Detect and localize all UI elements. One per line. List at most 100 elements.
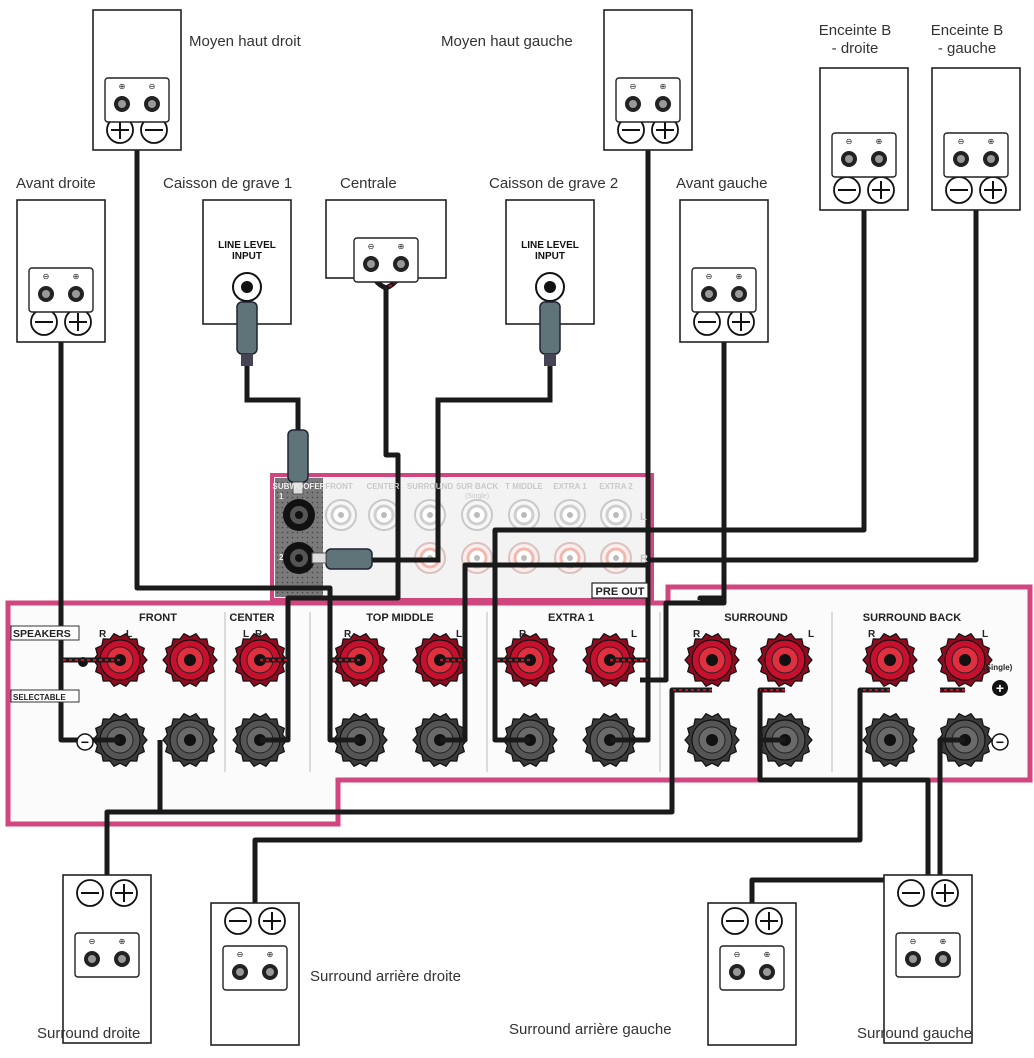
label-surround-right: Surround droite — [37, 1025, 141, 1042]
minus-polarity-symbol: − — [996, 734, 1004, 750]
terminal-minus-symbol: ⊖ — [706, 272, 713, 281]
label-center: Centrale — [340, 175, 397, 192]
rca-plug — [325, 548, 373, 570]
speaker-front-left: ⊖⊕ — [679, 199, 769, 343]
subwoofer-input-label-2: INPUT — [232, 251, 262, 262]
rca-plug — [539, 301, 561, 355]
section-header: FRONT — [139, 612, 177, 624]
preout-row-r: R — [640, 553, 648, 565]
speaker-cable-run — [260, 288, 401, 743]
speaker-surround-back-left: ⊖⊕ — [707, 902, 797, 1046]
subwoofer-cabinet — [505, 199, 595, 325]
channel-r-label: R — [868, 629, 876, 640]
rca-cables — [236, 301, 561, 570]
preout-title-box — [591, 582, 649, 599]
speakers-tag: SPEAKERS — [13, 628, 71, 640]
rca-plug-tip — [311, 552, 327, 564]
speaker-b-left: ⊖⊕ — [931, 67, 1021, 211]
subwoofer-input-label-2: INPUT — [535, 251, 565, 262]
speaker-cable-run — [757, 687, 931, 931]
speaker-b-right: ⊖⊕ — [819, 67, 909, 211]
selectable-tag: SELECTABLE — [13, 693, 66, 702]
label-top-middle-left: Moyen haut gauche — [441, 33, 573, 50]
rca-plug-tip — [292, 481, 304, 495]
channel-l-label: L — [126, 629, 132, 640]
terminal-block — [353, 237, 419, 283]
terminal-minus-symbol: ⊖ — [846, 137, 853, 146]
label-subwoofer-1: Caisson de grave 1 — [163, 175, 293, 192]
preout-title: PRE OUT — [596, 586, 645, 598]
label-surround-back-right: Surround arrière droite — [310, 968, 461, 985]
label-speaker-b-left-line2: - gauche — [937, 40, 997, 57]
speakers-tag-box — [10, 625, 80, 641]
rca-plug — [287, 429, 309, 483]
preout-single-note: (Single) — [465, 493, 489, 500]
terminal-minus-symbol: ⊖ — [237, 950, 244, 959]
plus-polarity-symbol: + — [996, 680, 1004, 696]
preout-column-label: FRONT — [325, 482, 353, 491]
terminal-minus-symbol: ⊖ — [910, 937, 917, 946]
preout-column-label: EXTRA 1 — [553, 482, 587, 491]
terminal-minus-symbol: ⊖ — [89, 937, 96, 946]
speaker-top-middle-right: ⊕⊖ — [92, 9, 182, 151]
terminal-plus-symbol: ⊕ — [398, 242, 405, 251]
channel-l-label: L — [808, 629, 814, 640]
single-note: (Single) — [983, 663, 1013, 672]
label-speaker-b-right-line2: - droite — [831, 40, 879, 57]
terminal-block — [719, 945, 785, 991]
speakers: ⊕⊖⊖⊕⊖⊕⊖⊕⊖⊕⊖⊕⊖⊕⊖⊕⊖⊕⊖⊕⊖⊕ — [16, 9, 1021, 1046]
preout-column-label: SURROUND — [407, 482, 453, 491]
terminal-block — [691, 267, 757, 313]
preout-sub-2: 2 — [279, 553, 284, 562]
label-speaker-b-right-line1: Enceinte B — [818, 22, 892, 39]
section-header: CENTER — [229, 612, 274, 624]
speaker-front-right: ⊖⊕ — [16, 199, 106, 343]
channel-l-label: L — [631, 629, 637, 640]
minus-polarity-icon — [991, 733, 1009, 751]
terminal-plus-symbol: ⊖ — [149, 82, 156, 91]
preout-panel — [270, 473, 654, 602]
speaker-cable-run — [440, 128, 651, 743]
channel-r-label: R — [99, 629, 107, 640]
terminal-plus-symbol: ⊕ — [119, 937, 126, 946]
terminal-minus-symbol: ⊖ — [958, 137, 965, 146]
label-subwoofer-2: Caisson de grave 2 — [489, 175, 619, 192]
terminal-block — [222, 945, 288, 991]
subwoofer-1-rca-cable — [244, 366, 301, 430]
label-front-right: Avant droite — [16, 175, 96, 192]
minus-polarity-icon — [76, 733, 94, 751]
channel-r-label: R — [255, 629, 263, 640]
terminal-block — [615, 77, 681, 123]
label-front-left: Avant gauche — [676, 175, 768, 192]
terminal-block — [104, 77, 170, 123]
speaker-cable-run — [640, 318, 727, 683]
label-speaker-b-left-line1: Enceinte B — [930, 22, 1004, 39]
plus-polarity-icon — [992, 680, 1008, 696]
terminal-block — [28, 267, 94, 313]
terminal-plus-symbol: ⊕ — [876, 137, 883, 146]
terminal-block — [895, 932, 961, 978]
channel-r-label: R — [344, 629, 352, 640]
speaker-surround-right: ⊖⊕ — [62, 874, 152, 1044]
channel-r-label: R — [519, 629, 527, 640]
speaker-surround-left: ⊖⊕ — [883, 874, 973, 1044]
subwoofer-input-label-1: LINE LEVEL — [218, 240, 276, 251]
preout-row-l: L — [640, 511, 647, 523]
terminal-minus-symbol: ⊖ — [734, 950, 741, 959]
terminal-plus-symbol: ⊕ — [940, 937, 947, 946]
channel-l-label: L — [243, 629, 249, 640]
speaker-center: ⊖⊕ — [325, 199, 447, 283]
preout-column-label: T MIDDLE — [505, 482, 543, 491]
channel-l-label: L — [456, 629, 462, 640]
terminal-block — [943, 132, 1009, 178]
rca-plug — [236, 301, 258, 355]
rca-plug-boot — [241, 354, 253, 366]
terminal-plus-symbol: ⊕ — [736, 272, 743, 281]
terminal-plus-symbol: ⊕ — [764, 950, 771, 959]
channel-l-label: L — [982, 629, 988, 640]
preout-column-label: EXTRA 2 — [599, 482, 633, 491]
